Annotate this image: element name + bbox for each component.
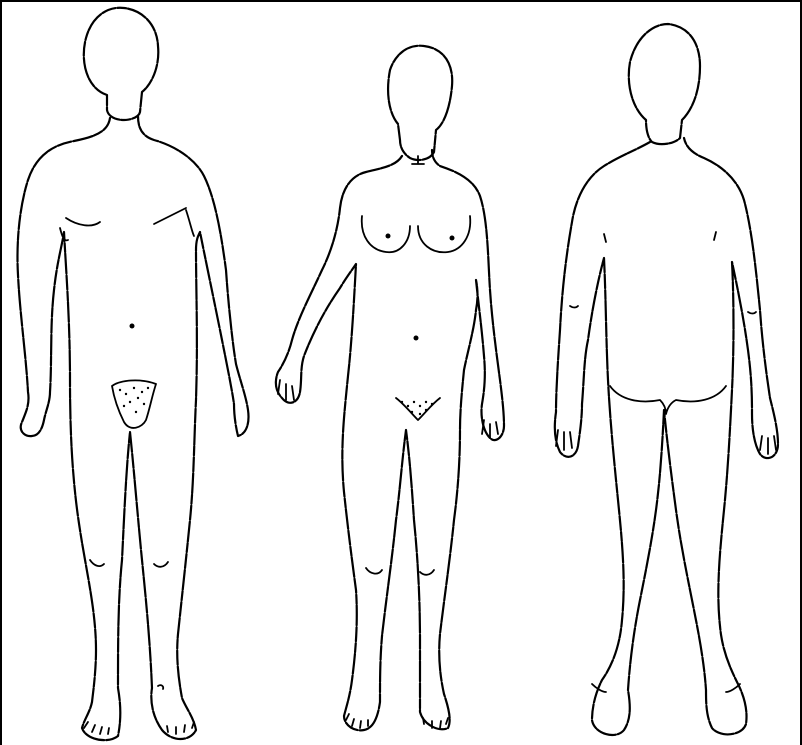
- back-shoulder-blade-left: [604, 234, 606, 242]
- male-toes-right: [167, 722, 194, 734]
- back-elbow-left: [570, 306, 578, 308]
- female-knee-right: [420, 570, 434, 575]
- back-shoulder-blade-right: [714, 232, 716, 240]
- back-buttocks-line: [610, 386, 726, 414]
- female-head-outline: [388, 46, 452, 160]
- male-head-outline: [84, 8, 159, 120]
- male-ankle-mark: [158, 685, 163, 689]
- female-breast-right: [418, 216, 470, 252]
- female-front-figure: [276, 46, 504, 731]
- male-front-figure: [17, 8, 248, 740]
- female-navel: [414, 336, 419, 341]
- female-nipple-left: [386, 234, 391, 239]
- male-chest-line-left: [66, 218, 100, 225]
- female-knee-left: [366, 568, 382, 574]
- back-elbow-right: [748, 312, 756, 314]
- back-fingers-right: [760, 436, 776, 454]
- male-pubic-hair: [119, 387, 149, 413]
- female-breast-left: [362, 216, 410, 252]
- male-knee-right: [154, 562, 168, 567]
- female-nipple-right: [450, 236, 455, 241]
- back-view-figure: [555, 24, 778, 735]
- male-armpit-right: [186, 210, 194, 236]
- back-body-outline: [555, 138, 778, 735]
- male-chest-line-right: [154, 208, 186, 224]
- back-head-outline: [629, 24, 700, 144]
- back-heel-right: [726, 684, 740, 692]
- male-knee-left: [90, 560, 104, 566]
- male-toes-left: [84, 722, 109, 734]
- male-navel: [130, 324, 135, 329]
